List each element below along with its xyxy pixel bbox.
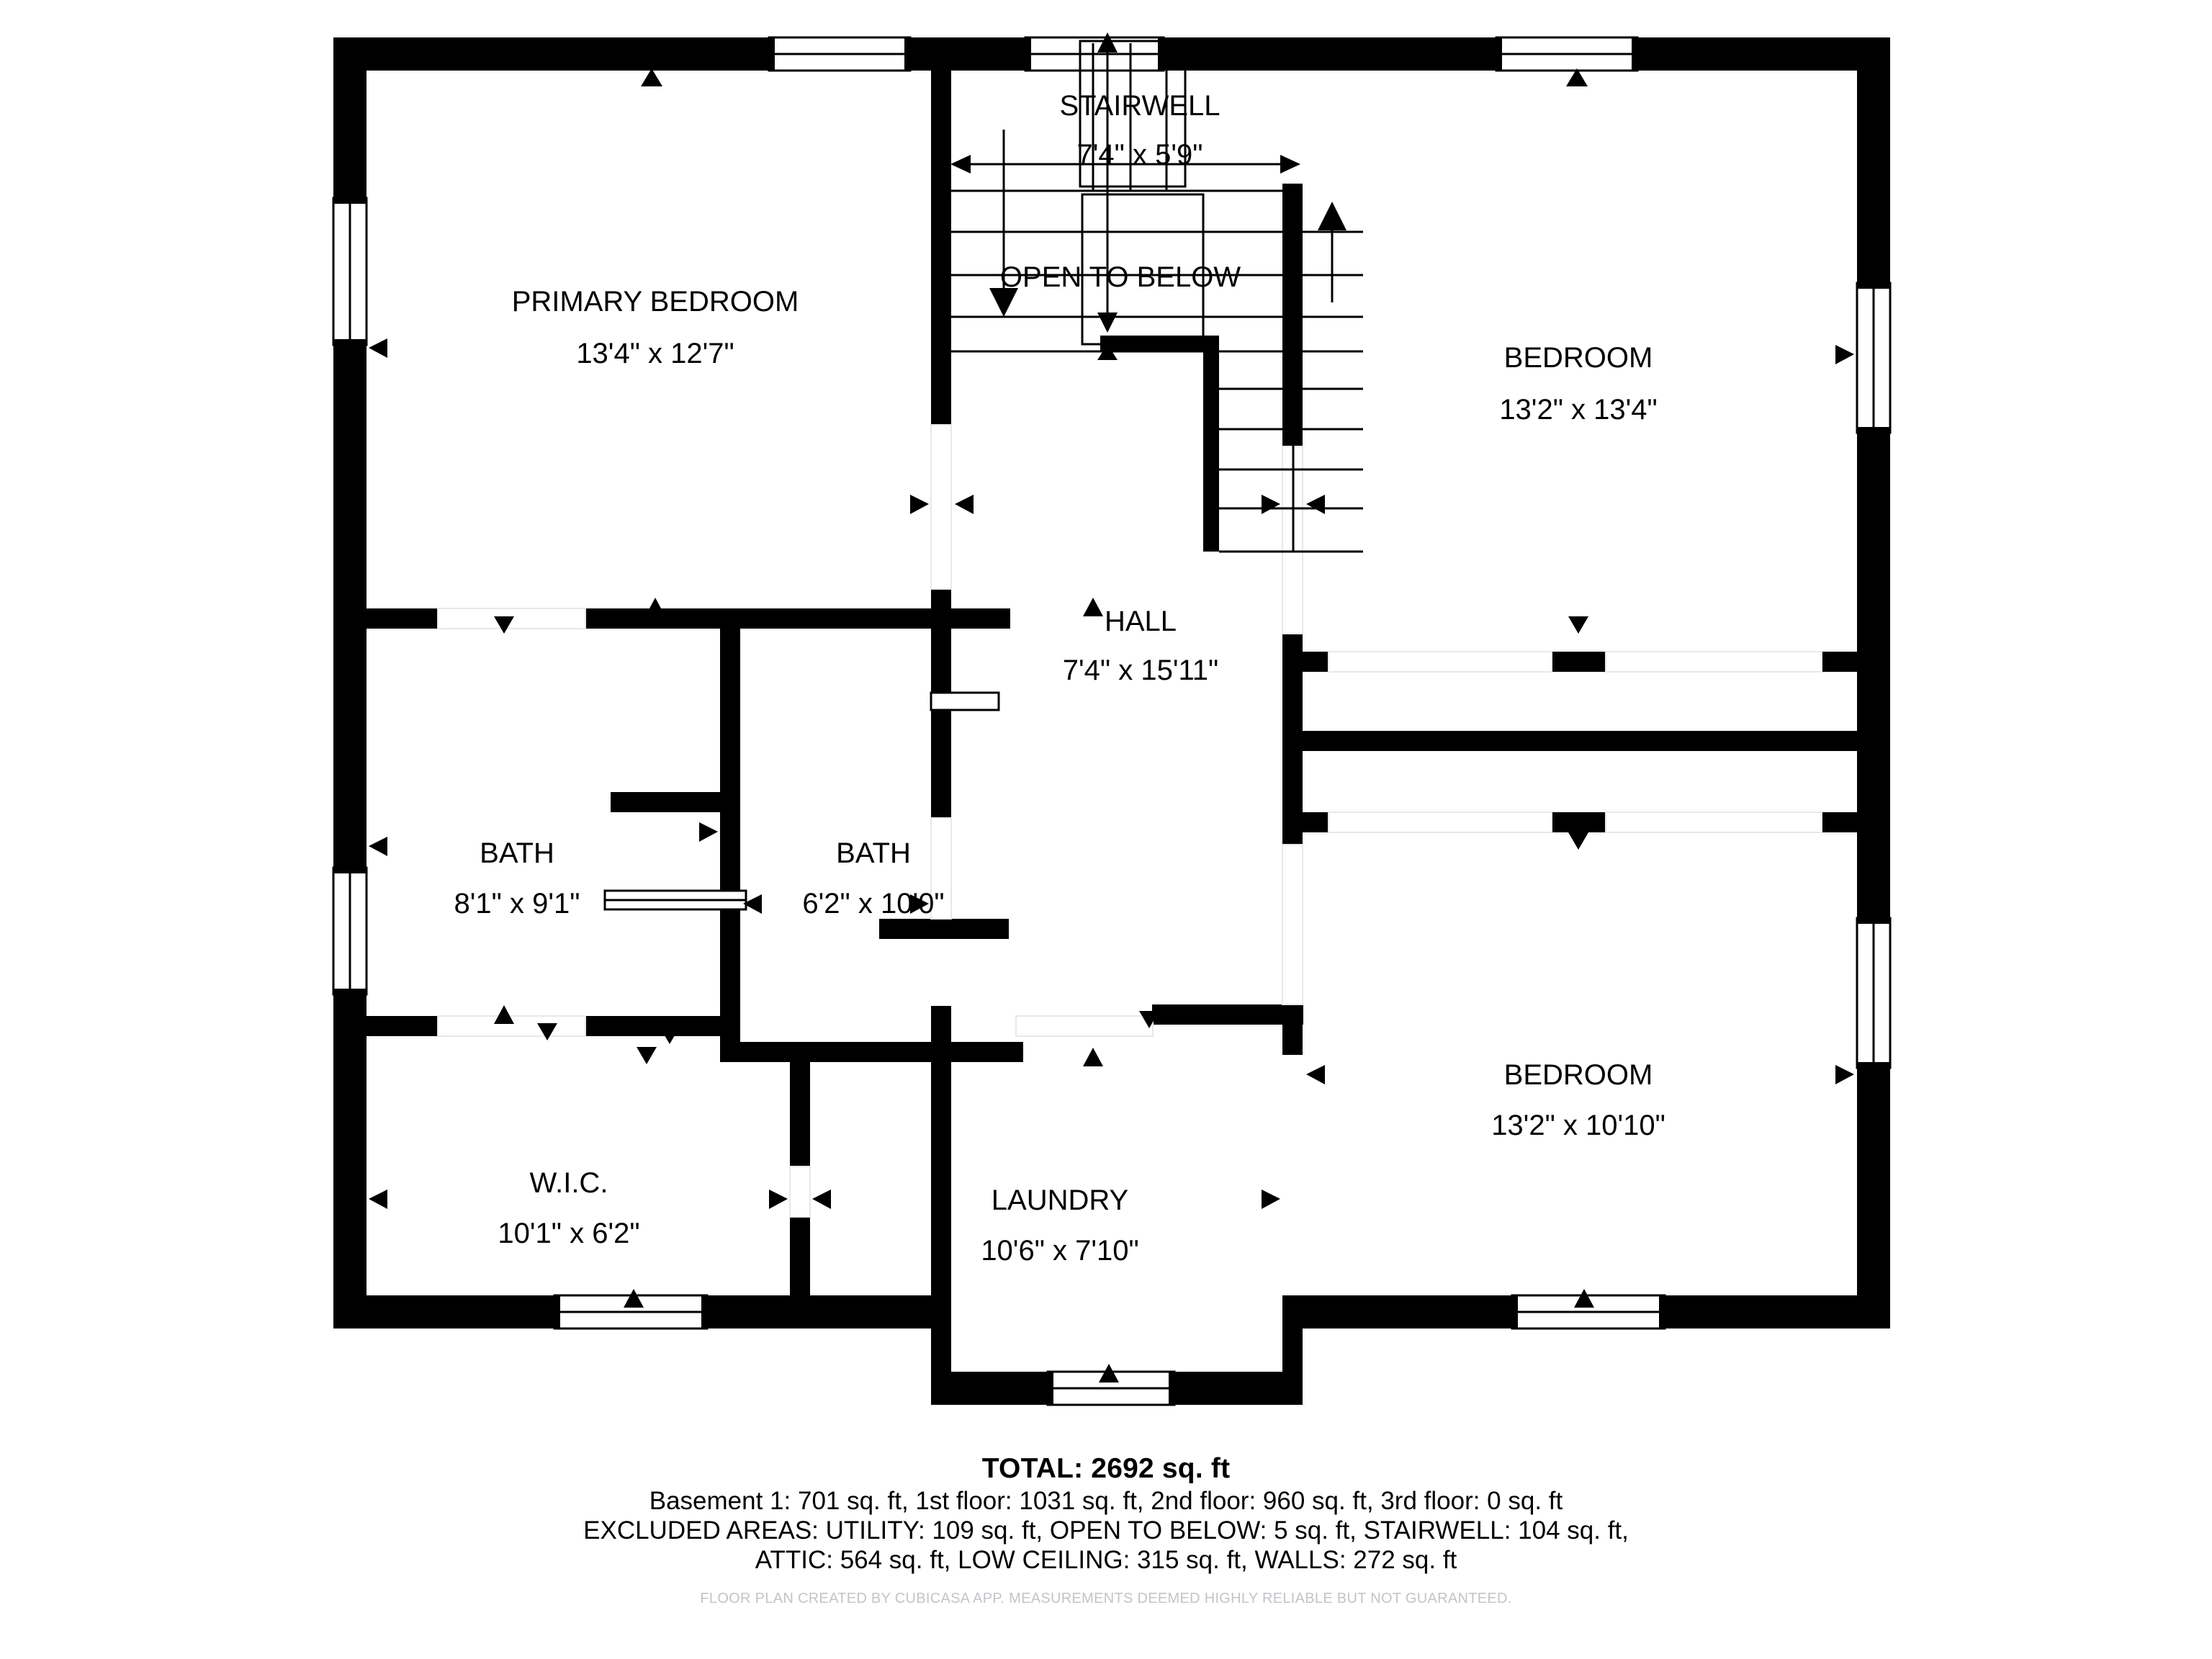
- room-label-bedroom-lower: BEDROOM: [1504, 1059, 1653, 1091]
- arrow-up: [1566, 68, 1588, 86]
- excluded-areas-line-1: EXCLUDED AREAS: UTILITY: 109 sq. ft, OPE…: [583, 1516, 1629, 1545]
- dimension-arrows: [369, 32, 1854, 1382]
- room-dim-bath-right: 6'2" x 10'0": [802, 888, 944, 920]
- room-label-hall: HALL: [1105, 606, 1177, 637]
- room-dim-hall: 7'4" x 15'11": [1063, 655, 1218, 686]
- window-top-primary: [768, 36, 912, 72]
- room-label-stairwell: STAIRWELL: [1059, 90, 1220, 122]
- arrow-up: [641, 68, 662, 86]
- room-dim-wic: 10'1" x 6'2": [498, 1218, 639, 1249]
- room-dim-stairwell: 7'4" x 5'9": [1077, 139, 1203, 171]
- door-openings: [437, 424, 1822, 1218]
- room-label-wic: W.I.C.: [530, 1167, 608, 1199]
- window-top-bedroom: [1495, 36, 1639, 72]
- room-dim-bedroom-lower: 13'2" x 10'10": [1491, 1110, 1665, 1141]
- room-label-laundry: LAUNDRY: [992, 1184, 1128, 1216]
- summary-footer: TOTAL: 2692 sq. ft Basement 1: 701 sq. f…: [0, 1455, 2212, 1606]
- interior-walls: [333, 37, 1857, 1316]
- excluded-areas-line-2: ATTIC: 564 sq. ft, LOW CEILING: 315 sq. …: [755, 1546, 1457, 1574]
- disclaimer-text: FLOOR PLAN CREATED BY CUBICASA APP. MEAS…: [700, 1591, 1512, 1606]
- room-label-bath-right: BATH: [836, 837, 911, 869]
- room-label-bedroom-upper: BEDROOM: [1504, 342, 1653, 374]
- room-label-primary-bedroom: PRIMARY BEDROOM: [512, 286, 799, 318]
- window-top-stairwell: [1024, 36, 1165, 72]
- room-labels: PRIMARY BEDROOM 13'4" x 12'7" STAIRWELL …: [454, 90, 1665, 1267]
- window-right-bedroom-upper: [1856, 282, 1892, 434]
- room-dim-primary-bedroom: 13'4" x 12'7": [576, 338, 734, 369]
- window-left-bath: [332, 866, 368, 996]
- stairs: [949, 40, 1363, 553]
- room-label-open-to-below: OPEN TO BELOW: [1000, 261, 1241, 293]
- window-left-primary: [332, 197, 368, 346]
- closet-door-bath-right: [930, 691, 1000, 711]
- room-dim-laundry: 10'6" x 7'10": [981, 1235, 1138, 1267]
- room-label-bath-left: BATH: [480, 837, 554, 869]
- sliding-door-bath-left: [603, 889, 747, 911]
- floor-breakdown-text: Basement 1: 701 sq. ft, 1st floor: 1031 …: [649, 1487, 1563, 1515]
- room-dim-bedroom-upper: 13'2" x 13'4": [1499, 394, 1657, 426]
- total-area-text: TOTAL: 2692 sq. ft: [981, 1453, 1231, 1484]
- room-dim-bath-left: 8'1" x 9'1": [454, 888, 580, 920]
- window-right-bedroom-lower: [1856, 917, 1892, 1069]
